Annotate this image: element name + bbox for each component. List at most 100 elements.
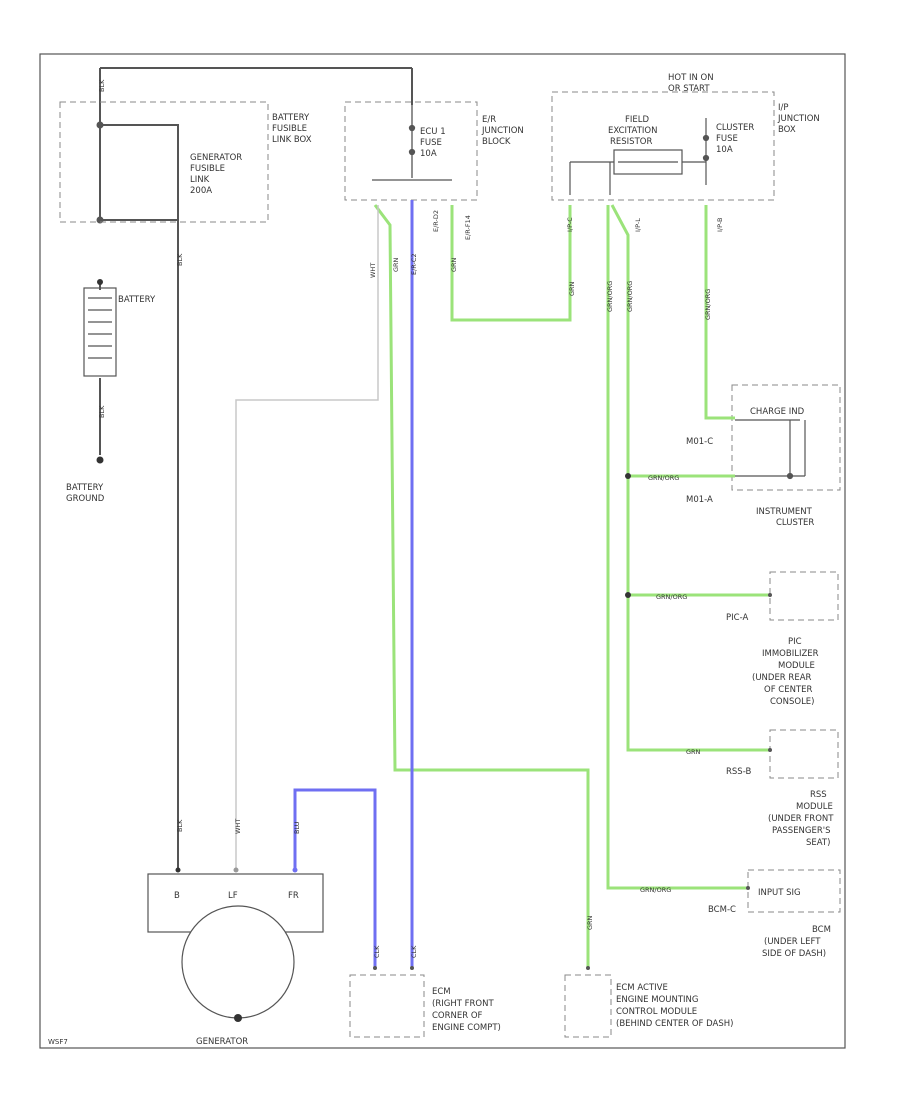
label-hot-in-on-1: HOT IN ON: [668, 73, 714, 83]
label-ecu-fuse-1: ECU 1: [420, 127, 446, 137]
label-ecm-2: (RIGHT FRONT: [432, 999, 494, 1009]
wire-label-m01: GRN/ORG: [648, 474, 679, 482]
wire-label-ecm-clk-a: CLK: [373, 945, 381, 958]
diagram-frame: [39, 53, 846, 1049]
label-ecm-active-4: (BEHIND CENTER OF DASH): [616, 1019, 733, 1029]
wire-label-ip-c: I/P-C: [566, 217, 574, 232]
pin-stubs: [373, 593, 772, 970]
label-batt-link-box-1: BATTERY: [272, 113, 310, 123]
label-m01-c: M01-C: [686, 437, 713, 447]
wire-label-batt-top: BLK: [98, 79, 106, 92]
label-battery-ground-1: BATTERY: [66, 483, 104, 493]
wire-label-gen-lf: WHT: [234, 819, 242, 834]
label-gen-link-2: FUSIBLE: [190, 164, 225, 174]
label-ip-box-3: BOX: [778, 125, 796, 135]
generator-ground-icon: [234, 1014, 242, 1022]
label-gen-link-1: GENERATOR: [190, 153, 242, 163]
label-input-sig: INPUT SIG: [758, 888, 801, 898]
label-gen-b: B: [174, 891, 180, 901]
wire-label-green-mid: GRN: [450, 257, 458, 272]
pic-module-box: [769, 571, 839, 621]
ecm-box: [349, 974, 425, 1038]
label-cluster-fuse-3: 10A: [716, 145, 733, 155]
wire-label-er-d2: E/R-D2: [432, 210, 440, 232]
ground-icon: [96, 456, 104, 464]
label-pic-5: OF CENTER: [764, 685, 813, 695]
label-m01-a: M01-A: [686, 495, 713, 505]
wire-label-ip-l: I/P-L: [634, 218, 642, 232]
label-pic-4: (UNDER REAR: [752, 673, 812, 683]
label-instrument-1: INSTRUMENT: [756, 507, 813, 517]
label-rss-b: RSS-B: [726, 767, 751, 777]
label-ip-box-1: I/P: [778, 103, 789, 113]
wire-label-gen-link-out: BLK: [176, 253, 184, 266]
wire-label-grn-org-b: GRN/ORG: [626, 281, 634, 312]
ip-junction-box: [551, 91, 775, 201]
wire-label-grn-org-a: GRN/ORG: [606, 281, 614, 312]
label-ecm-3: CORNER OF: [432, 1011, 483, 1021]
label-rss-3: (UNDER FRONT: [768, 814, 834, 824]
label-field-res-3: RESISTOR: [610, 137, 652, 147]
label-pic-2: IMMOBILIZER: [762, 649, 819, 659]
wire-label-green-left: GRN: [392, 257, 400, 272]
label-gen-lf: LF: [228, 891, 238, 901]
label-field-res-2: EXCITATION: [608, 126, 657, 136]
label-battery: BATTERY: [118, 295, 156, 305]
label-ecm-active-2: ENGINE MOUNTING: [616, 995, 699, 1005]
label-rss-5: SEAT): [806, 838, 830, 848]
label-ecm-1: ECM: [432, 987, 451, 997]
battery-positive-terminal: [97, 279, 103, 285]
label-ecu-fuse-2: FUSE: [420, 138, 442, 148]
wire-label-bcm: GRN/ORG: [640, 886, 671, 894]
wire-label-batt-neg: BLK: [98, 405, 106, 418]
battery-symbol: [83, 287, 117, 377]
label-cluster-fuse-1: CLUSTER: [716, 123, 754, 133]
resistor-symbol: [569, 118, 710, 195]
label-gen-link-4: 200A: [190, 186, 212, 196]
label-field-res-1: FIELD: [625, 115, 650, 125]
label-ecm-4: ENGINE COMPT): [432, 1023, 501, 1033]
power-wires: [96, 67, 413, 870]
label-rss-2: MODULE: [796, 802, 833, 812]
label-ip-box-2: JUNCTION: [777, 114, 820, 124]
generator-icon: [181, 905, 295, 1019]
label-rss-1: RSS: [810, 790, 827, 800]
green-wires: [373, 204, 770, 968]
label-er-block-3: BLOCK: [482, 137, 511, 147]
charge-ind-symbol: [735, 419, 806, 480]
label-ecm-active-3: CONTROL MODULE: [616, 1007, 697, 1017]
label-pic-3: MODULE: [778, 661, 815, 671]
label-rss-4: PASSENGER'S: [772, 826, 831, 836]
wire-label-cluster: GRN/ORG: [704, 289, 712, 320]
wire-label-pic: GRN/ORG: [656, 593, 687, 601]
wire-label-er-f14: E/R-F14: [464, 215, 472, 240]
label-ecm-active-1: ECM ACTIVE: [616, 983, 668, 993]
wire-label-ecm-clk-b: CLK: [410, 945, 418, 958]
instrument-cluster-box: [731, 384, 841, 491]
label-bcm-1: BCM: [812, 925, 831, 935]
label-instrument-2: CLUSTER: [776, 518, 814, 528]
wire-label-rss: GRN: [686, 748, 701, 756]
label-batt-link-box-3: LINK BOX: [272, 135, 312, 145]
label-ecu-fuse-3: 10A: [420, 149, 437, 159]
junction-dots: [625, 473, 631, 598]
label-bcm-c: BCM-C: [708, 905, 736, 915]
label-pic-1: PIC: [788, 637, 802, 647]
label-battery-ground-2: GROUND: [66, 494, 105, 504]
label-hot-in-on-2: OR START: [668, 84, 710, 94]
label-gen-fr: FR: [288, 891, 299, 901]
label-bcm-2: (UNDER LEFT: [764, 937, 821, 947]
label-pic-a: PIC-A: [726, 613, 748, 623]
wire-color-labels: BLK BLK BLK BLK WHT BLU WHT GRN E/R-C2 E…: [98, 79, 724, 958]
label-er-block-2: JUNCTION: [481, 126, 524, 136]
white-wire: [235, 205, 379, 870]
rss-module-box: [769, 729, 839, 779]
wire-label-er-c2: E/R-C2: [410, 253, 418, 275]
battery-fusible-link-box: [59, 101, 269, 223]
label-cluster-fuse-2: FUSE: [716, 134, 738, 144]
label-bcm-3: SIDE OF DASH): [762, 949, 826, 959]
wire-label-ecm-active: GRN: [586, 915, 594, 930]
wire-label-gen-fr: BLU: [293, 821, 301, 834]
label-pic-6: CONSOLE): [770, 697, 815, 707]
